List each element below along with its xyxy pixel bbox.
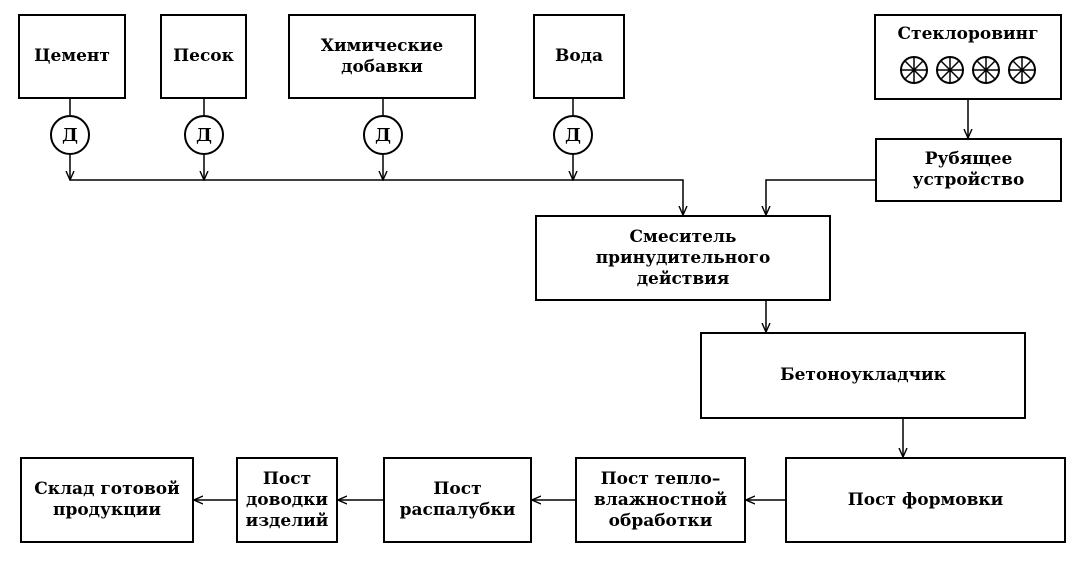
node-glass-label: Стеклоровинг [897, 24, 1039, 44]
dispenser-sand-label: Д [195, 124, 212, 146]
dispenser-water-label: Д [564, 124, 581, 146]
node-sand-label: Песок [173, 46, 234, 66]
node-chopper: Рубящее устройство [875, 138, 1062, 202]
node-chem-label: Химические добавки [320, 35, 444, 77]
reel-group [899, 55, 1037, 85]
node-heat: Пост тепло– влажностной обработки [575, 457, 746, 543]
node-strip: Пост распалубки [383, 457, 532, 543]
dispenser-chem: Д [363, 115, 403, 155]
node-heat-label: Пост тепло– влажностной обработки [593, 468, 728, 531]
edge-chopper-mixer [766, 179, 875, 215]
node-placer-label: Бетоноукладчик [780, 365, 946, 385]
node-finish: Пост доводки изделий [236, 457, 338, 543]
node-finish-label: Пост доводки изделий [245, 468, 329, 531]
node-water-label: Вода [554, 46, 604, 66]
node-strip-label: Пост распалубки [399, 479, 516, 520]
node-chopper-label: Рубящее устройство [912, 149, 1025, 190]
node-cement-label: Цемент [34, 46, 110, 66]
reel-icon [900, 56, 928, 84]
node-mixer-label: Смеситель принудительного действия [595, 226, 771, 289]
node-store: Склад готовой продукции [20, 457, 194, 543]
node-sand: Песок [160, 14, 247, 99]
dispenser-chem-label: Д [374, 124, 391, 146]
node-store-label: Склад готовой продукции [34, 479, 180, 520]
dispenser-cement: Д [50, 115, 90, 155]
dispenser-sand: Д [184, 115, 224, 155]
node-forming: Пост формовки [785, 457, 1066, 543]
node-chem: Химические добавки [288, 14, 476, 99]
reel-icon [936, 56, 964, 84]
dispenser-water: Д [553, 115, 593, 155]
node-placer: Бетоноукладчик [700, 332, 1026, 419]
edge-collector [70, 179, 683, 215]
node-cement: Цемент [18, 14, 126, 99]
node-water: Вода [533, 14, 625, 99]
node-mixer: Смеситель принудительного действия [535, 215, 831, 301]
node-glass: Стеклоровинг [874, 14, 1062, 100]
dispenser-cement-label: Д [61, 124, 78, 146]
reel-icon [1008, 56, 1036, 84]
reel-icon [972, 56, 1000, 84]
node-forming-label: Пост формовки [847, 489, 1004, 510]
